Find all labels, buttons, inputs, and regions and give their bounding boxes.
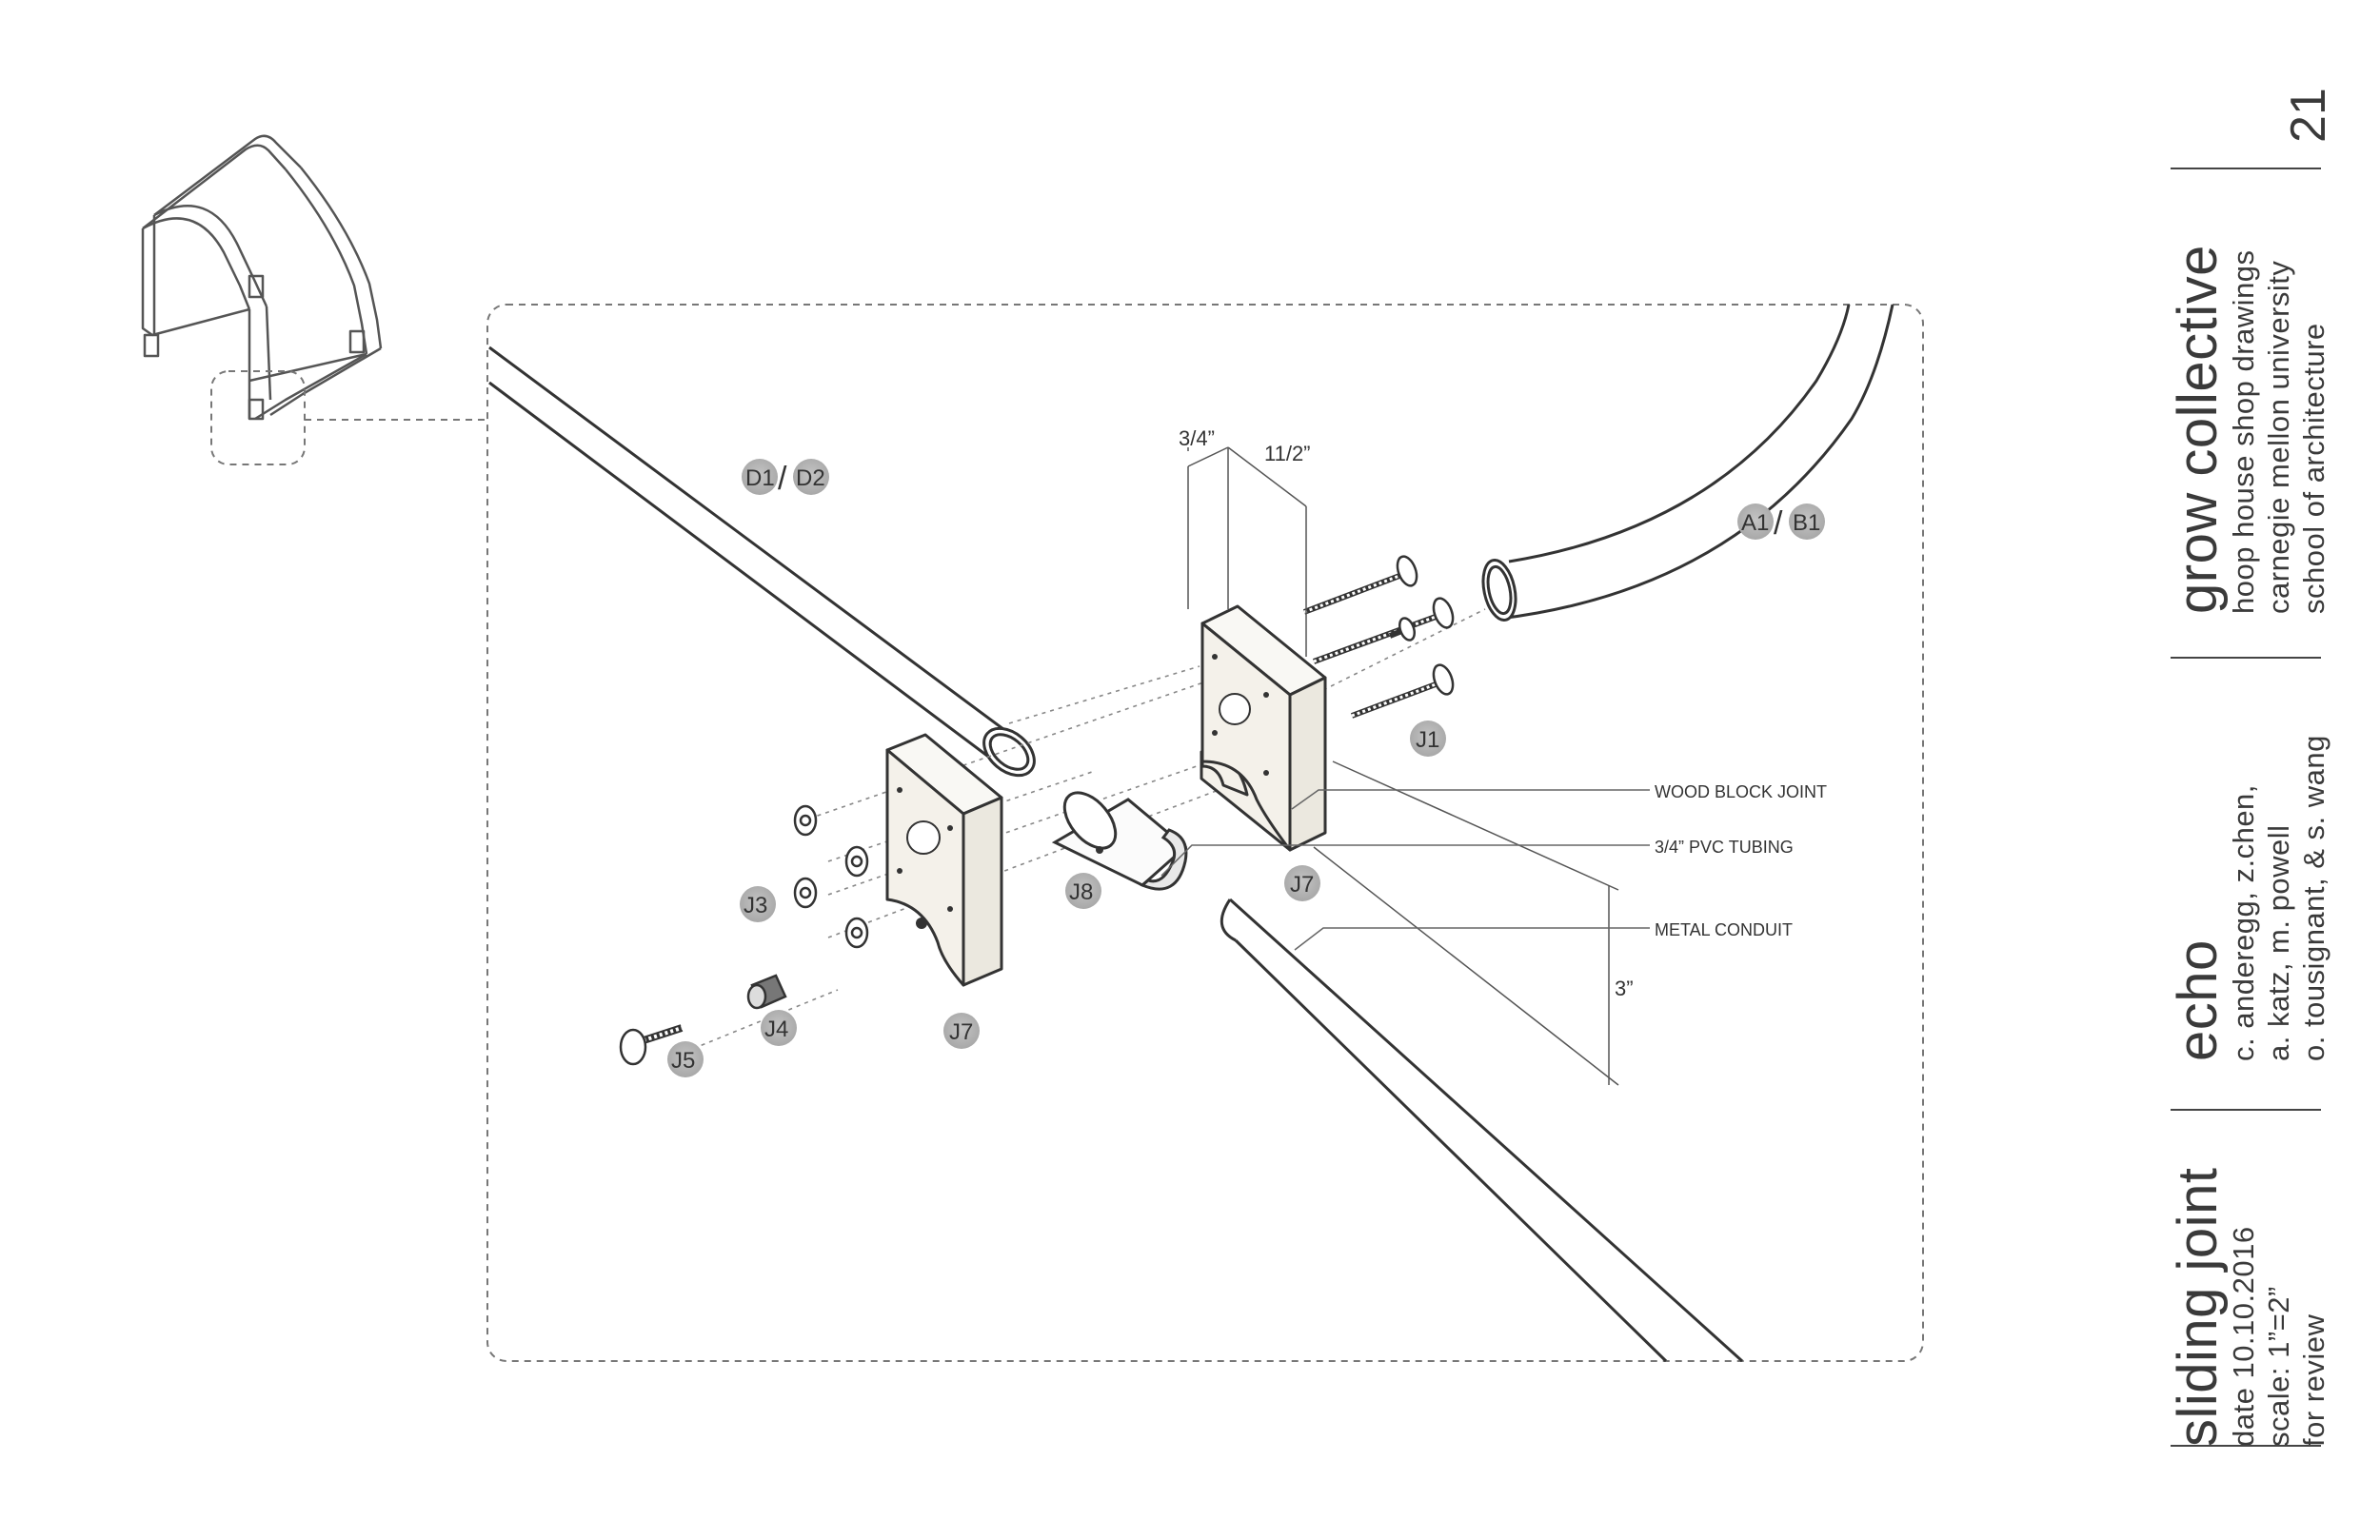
title-block-rule-top: [2171, 168, 2321, 169]
carriage-bolt-left: [619, 1024, 684, 1066]
tag-j7-right: J7: [1284, 865, 1320, 901]
key-plan-detail-marker: [210, 370, 306, 465]
team-line-2: a. katz, m. powell: [2262, 824, 2295, 1061]
callout-leaders: [1160, 789, 1650, 951]
tag-j7-left: J7: [943, 1013, 980, 1049]
wood-block-right: [1200, 604, 1327, 852]
key-plan-thumbnail: [141, 134, 383, 421]
tag-j7-right-label: J7: [1290, 872, 1314, 898]
project-line-3: school of architecture: [2297, 323, 2330, 614]
callout-wood-block: WOOD BLOCK JOINT: [1655, 782, 1827, 801]
dim-block-thickness: 3/4”: [1179, 426, 1215, 450]
tag-j3: J3: [740, 886, 776, 922]
barrel-nut: [746, 974, 787, 1010]
tag-separator: /: [778, 461, 787, 497]
tag-j1: J1: [1410, 721, 1446, 757]
project-block: grow collective hoop house shop drawings…: [2167, 245, 2331, 614]
sheet-scale: scale: 1”=2”: [2262, 1286, 2295, 1447]
callout-conduit: METAL CONDUIT: [1655, 920, 1793, 939]
title-block-rule-bottom: [2171, 1445, 2321, 1447]
team-line-3: o. tousignant, & s. wang: [2297, 735, 2330, 1061]
title-block-rule-mid: [2171, 657, 2321, 659]
conduit-lower: [1220, 898, 1744, 1363]
tag-j8-label: J8: [1069, 879, 1093, 905]
conduit-d1-d2: [488, 346, 1036, 778]
team-title: echo: [2167, 939, 2229, 1061]
dim-block-width: 11/2”: [1264, 442, 1311, 465]
page-number: 21: [2281, 88, 2336, 143]
tag-j7-left-label: J7: [949, 1019, 973, 1045]
team-line-1: c. anderegg, z.chen,: [2227, 784, 2260, 1061]
sheet-title: sliding joint: [2167, 1167, 2229, 1447]
tag-d1: D1: [745, 465, 775, 491]
hex-nuts: [793, 804, 869, 949]
tag-a1-b1: A1 / B1: [1737, 503, 1825, 542]
project-title: grow collective: [2167, 245, 2229, 614]
sheet-date: date 10.10.2016: [2227, 1226, 2260, 1447]
dimension-lines: [1187, 446, 1619, 1086]
title-block-rule-low: [2171, 1109, 2321, 1111]
detail-frame: [486, 304, 1924, 1362]
project-line-2: carnegie mellon university: [2262, 260, 2295, 614]
pvc-sleeve: [1051, 791, 1188, 891]
dim-block-height: 3”: [1615, 977, 1634, 1000]
tag-j4-label: J4: [764, 1017, 788, 1042]
tag-d2: D2: [796, 465, 825, 491]
team-block: echo c. anderegg, z.chen, a. katz, m. po…: [2167, 735, 2331, 1061]
tag-d1-d2: D1 / D2: [742, 459, 829, 497]
project-line-1: hoop house shop drawings: [2227, 249, 2260, 614]
sheet-block: sliding joint date 10.10.2016 scale: 1”=…: [2167, 1167, 2331, 1447]
callout-pvc: 3/4” PVC TUBING: [1655, 838, 1794, 857]
tag-j8: J8: [1065, 873, 1101, 909]
tag-j5: J5: [667, 1041, 704, 1077]
tag-a1: A1: [1741, 510, 1769, 536]
tag-j5-label: J5: [671, 1048, 695, 1074]
tag-j4: J4: [761, 1010, 797, 1046]
conduit-a1-b1: [1481, 304, 1894, 622]
tag-b1: B1: [1793, 510, 1820, 536]
tag-j3-label: J3: [744, 893, 767, 918]
wood-block-left: [885, 733, 1003, 987]
tag-j1-label: J1: [1416, 727, 1439, 753]
sheet-status: for review: [2297, 1313, 2330, 1447]
carriage-bolts-right: [1302, 555, 1455, 719]
tag-separator: /: [1774, 505, 1783, 542]
